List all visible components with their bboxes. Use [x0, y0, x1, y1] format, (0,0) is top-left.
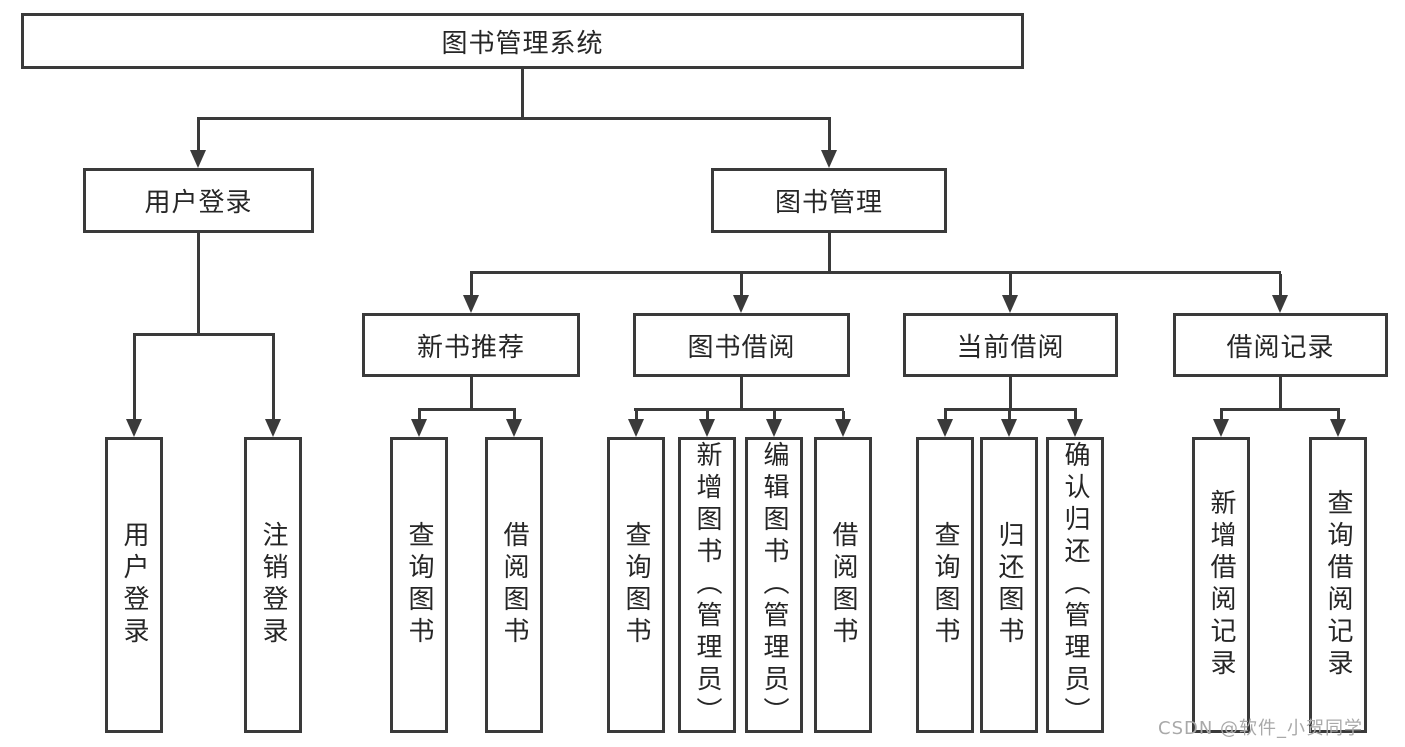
node-label: 图书管理系统 — [441, 28, 604, 59]
node-user-login: 用户登录 — [83, 168, 314, 233]
leaf-edit-book-admin: 编辑图书（管理员） — [745, 437, 803, 733]
connector-user-login-stem — [197, 233, 200, 336]
connector-book-management-branch — [470, 271, 1281, 274]
connector-root-branch — [197, 117, 831, 120]
leaf-label: 归还图书 — [994, 521, 1024, 649]
leaf-add-book-admin: 新增图书（管理员） — [678, 437, 736, 733]
leaf-label: 编辑图书（管理员） — [759, 441, 789, 729]
node-current-borrowing: 当前借阅 — [903, 313, 1118, 377]
leaf-label: 新增借阅记录 — [1206, 489, 1236, 681]
leaf-user-login: 用户登录 — [105, 437, 163, 733]
connector-arrow-query-borrow-record — [1330, 411, 1346, 437]
connector-arrow-new-book-recommendation — [463, 274, 479, 313]
connector-arrow-book-management — [821, 118, 837, 168]
connector-borrowing-records-stem — [1279, 377, 1282, 411]
node-label: 新书推荐 — [416, 332, 525, 363]
connector-arrow-edit-book — [766, 411, 782, 437]
connector-new-book-stem — [470, 377, 473, 411]
leaf-query-books-2: 查询图书 — [607, 437, 665, 733]
leaf-label: 确认归还（管理员） — [1060, 441, 1090, 729]
leaf-label: 注销登录 — [258, 521, 288, 649]
connector-book-borrowing-stem — [740, 377, 743, 411]
connector-user-login-branch — [133, 333, 275, 336]
connector-arrow-confirm-return — [1067, 411, 1083, 437]
connector-arrow-borrow-books-2 — [835, 411, 851, 437]
node-label: 图书管理 — [774, 188, 883, 218]
leaf-query-borrow-record: 查询借阅记录 — [1309, 437, 1367, 733]
node-library-system: 图书管理系统 — [21, 13, 1024, 69]
connector-arrow-query-books-3 — [937, 411, 953, 437]
connector-book-borrowing-branch — [634, 408, 844, 411]
connector-arrow-current-borrowing — [1002, 274, 1018, 313]
connector-new-book-branch — [418, 408, 516, 411]
node-new-book-recommendation: 新书推荐 — [362, 313, 580, 377]
leaf-label: 查询图书 — [930, 521, 960, 649]
leaf-label: 用户登录 — [119, 521, 149, 649]
leaf-label: 查询图书 — [621, 521, 651, 649]
node-label: 当前借阅 — [956, 332, 1065, 363]
leaf-logout: 注销登录 — [244, 437, 302, 733]
node-borrowing-records: 借阅记录 — [1173, 313, 1388, 377]
leaf-label: 查询借阅记录 — [1323, 489, 1353, 681]
node-book-borrowing: 图书借阅 — [633, 313, 850, 377]
connector-current-borrowing-stem — [1009, 377, 1012, 411]
node-label: 借阅记录 — [1226, 332, 1335, 363]
connector-borrowing-records-branch — [1220, 408, 1340, 411]
node-label: 用户登录 — [144, 188, 253, 218]
connector-arrow-add-borrow-record — [1213, 411, 1229, 437]
leaf-return-books: 归还图书 — [980, 437, 1038, 733]
connector-current-borrowing-branch — [944, 408, 1077, 411]
node-book-management: 图书管理 — [711, 168, 947, 233]
leaf-query-books-3: 查询图书 — [916, 437, 974, 733]
leaf-add-borrow-record: 新增借阅记录 — [1192, 437, 1250, 733]
connector-arrow-borrow-books-1 — [506, 411, 522, 437]
leaf-borrow-books-1: 借阅图书 — [485, 437, 543, 733]
connector-arrow-query-books-2 — [628, 411, 644, 437]
watermark: CSDN @软件_小贺同学 — [1158, 718, 1364, 739]
connector-arrow-return-books — [1001, 411, 1017, 437]
connector-book-management-stem — [828, 233, 831, 274]
connector-arrow-leaf-logout — [265, 336, 281, 437]
connector-arrow-leaf-user-login — [126, 336, 142, 437]
connector-arrow-borrowing-records — [1272, 274, 1288, 313]
leaf-borrow-books-2: 借阅图书 — [814, 437, 872, 733]
node-label: 图书借阅 — [687, 332, 796, 363]
connector-arrow-add-book — [699, 411, 715, 437]
leaf-label: 新增图书（管理员） — [692, 441, 722, 729]
connector-arrow-query-books-1 — [411, 411, 427, 437]
connector-arrow-book-borrowing — [733, 274, 749, 313]
connector-root-stem — [521, 69, 524, 119]
leaf-confirm-return-admin: 确认归还（管理员） — [1046, 437, 1104, 733]
connector-arrow-user-login — [190, 118, 206, 168]
leaf-label: 查询图书 — [404, 521, 434, 649]
leaf-label: 借阅图书 — [499, 521, 529, 649]
leaf-label: 借阅图书 — [828, 521, 858, 649]
leaf-query-books-1: 查询图书 — [390, 437, 448, 733]
